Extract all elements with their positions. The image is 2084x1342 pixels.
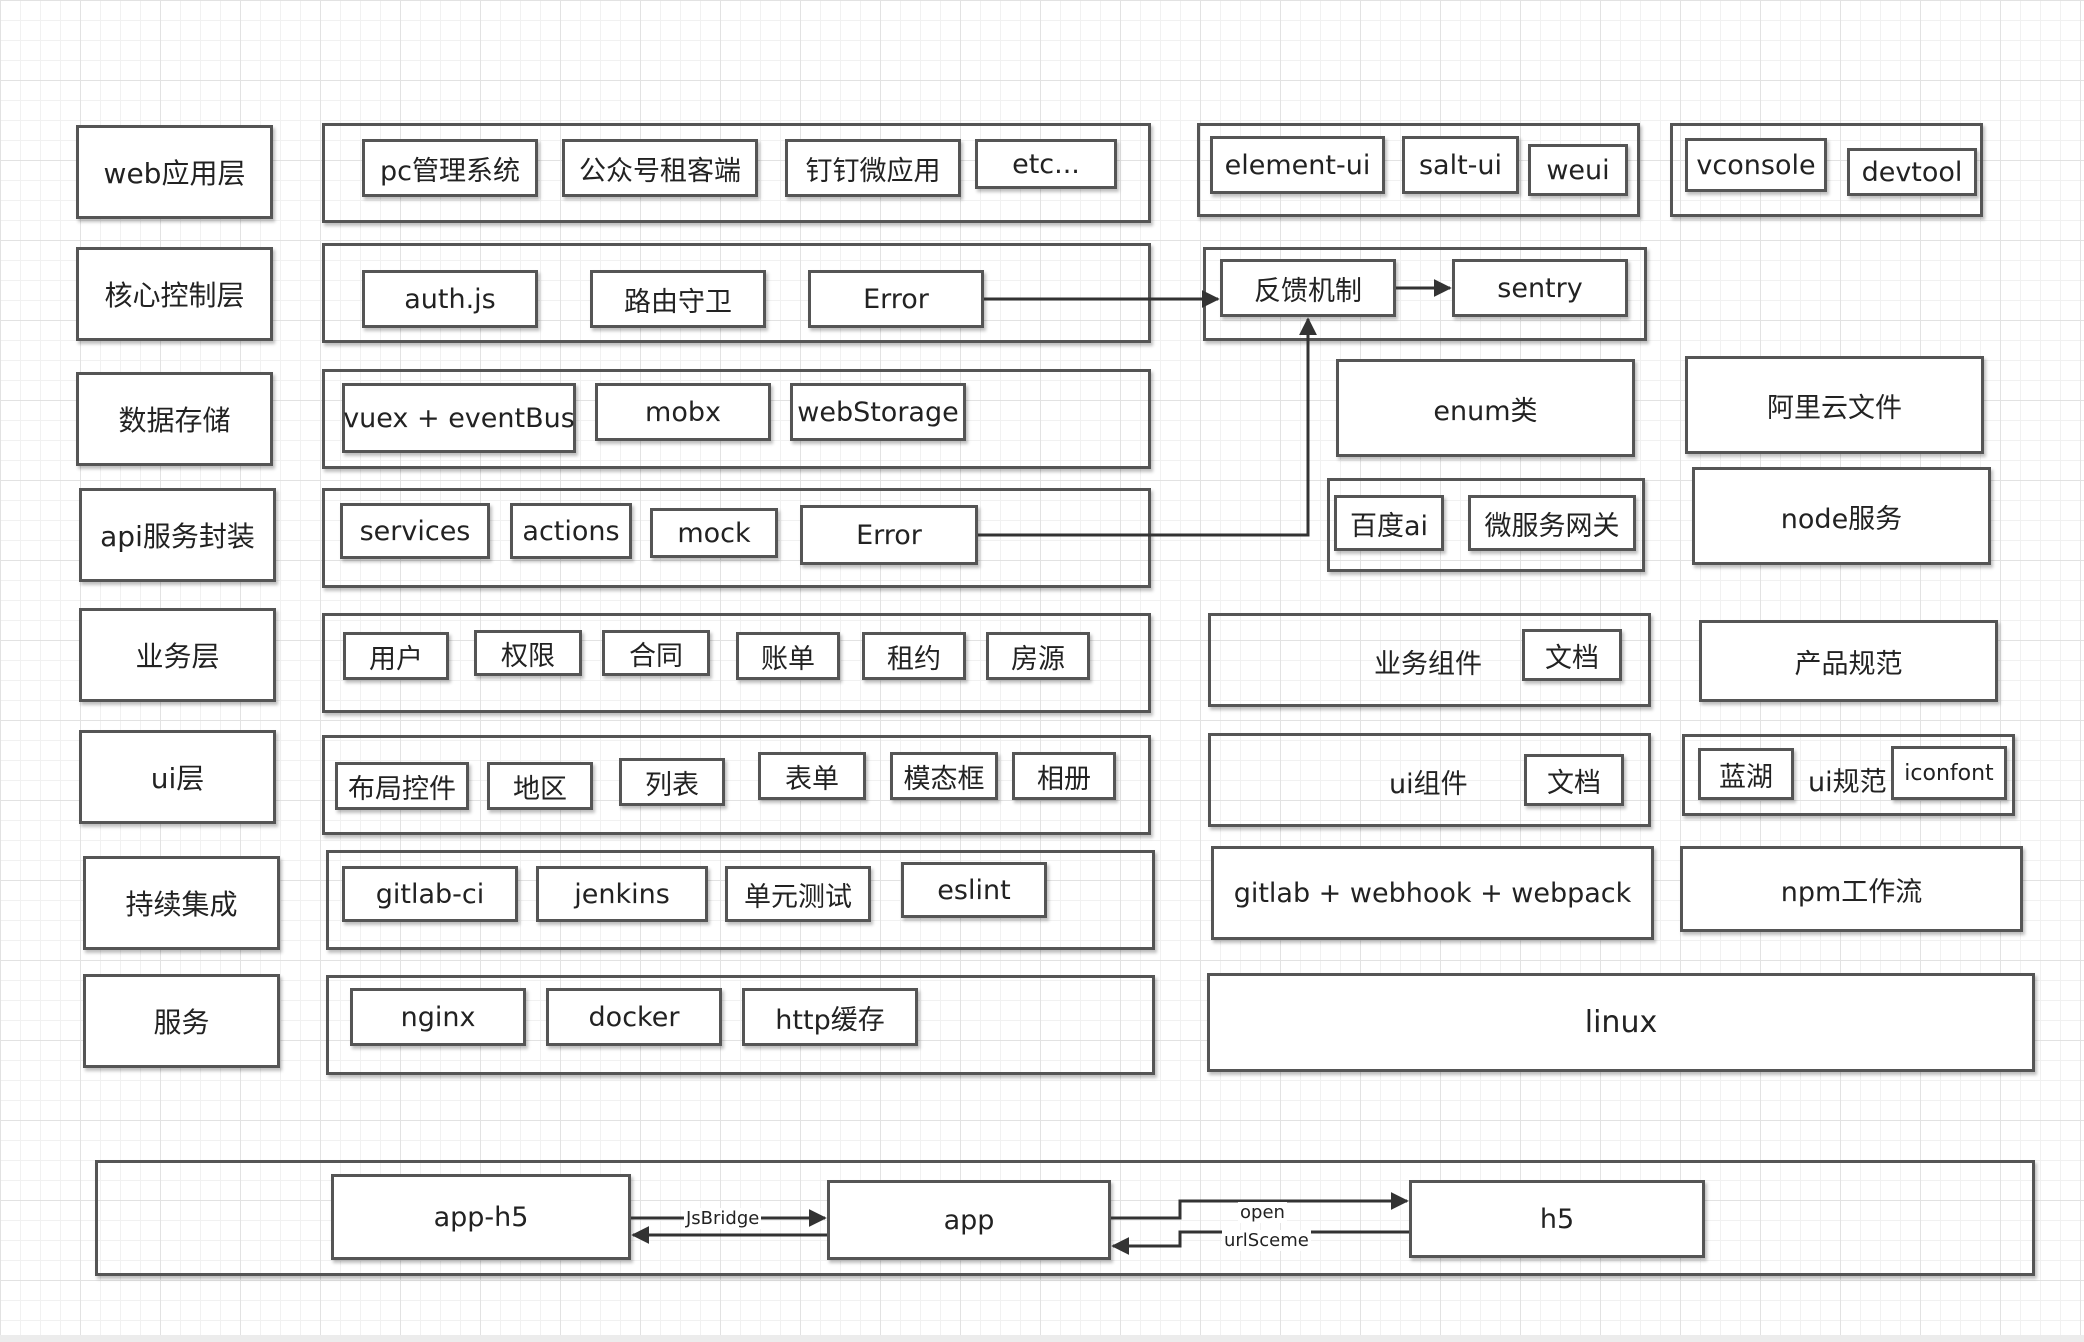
ci-container [326, 850, 1155, 950]
gateway-box: 微服务网关 [1468, 495, 1636, 551]
permission-box: 权限 [474, 630, 582, 676]
biz-components-container [1208, 613, 1651, 707]
npm-workflow-box: npm工作流 [1680, 846, 2023, 932]
docker-box: docker [546, 988, 722, 1046]
services-box: services [340, 503, 490, 559]
webstorage-box: webStorage [790, 383, 966, 441]
user-box: 用户 [343, 632, 449, 680]
bill-box: 账单 [736, 632, 840, 680]
ai-gateway-container [1327, 478, 1645, 572]
mock-box: mock [650, 508, 778, 558]
open-label: open [1238, 1202, 1287, 1223]
h5-box: h5 [1409, 1180, 1705, 1258]
nginx-box: nginx [350, 988, 526, 1046]
ui-libs-container [1197, 123, 1640, 217]
api-service-container [322, 488, 1151, 588]
modal-box: 模态框 [890, 752, 998, 800]
salt-ui-box: salt-ui [1402, 136, 1519, 194]
layout-control-box: 布局控件 [335, 762, 469, 810]
biz-docs-box: 文档 [1522, 629, 1622, 681]
devtool-box: devtool [1847, 148, 1977, 196]
lease-box: 租约 [862, 632, 966, 680]
enum-box: enum类 [1336, 359, 1635, 457]
layer-label-web: web应用层 [76, 125, 273, 219]
layer-label-ui: ui层 [79, 730, 276, 824]
album-box: 相册 [1012, 752, 1116, 800]
product-spec-box: 产品规范 [1699, 620, 1998, 702]
form-box: 表单 [758, 752, 866, 800]
layer-label-business: 业务层 [79, 608, 276, 702]
gitlab-ci-box: gitlab-ci [342, 866, 518, 922]
api-error-box: Error [800, 505, 978, 565]
auth-js-box: auth.js [362, 270, 538, 328]
lanhu-box: 蓝湖 [1698, 748, 1794, 800]
layer-label-api-service: api服务封装 [79, 488, 276, 582]
ci-pipeline-box: gitlab + webhook + webpack [1211, 846, 1654, 940]
contract-box: 合同 [602, 630, 710, 676]
ui-components-label: ui组件 [1389, 769, 1468, 800]
ui-docs-box: 文档 [1524, 754, 1624, 806]
iconfont-box: iconfont [1891, 746, 2007, 800]
housing-box: 房源 [986, 632, 1090, 680]
actions-box: actions [510, 503, 632, 559]
bottom-container [95, 1160, 2035, 1276]
mobx-box: mobx [595, 383, 771, 441]
element-ui-box: element-ui [1210, 136, 1385, 194]
core-error-box: Error [808, 270, 984, 328]
region-box: 地区 [487, 762, 593, 810]
list-box: 列表 [619, 758, 725, 806]
bottom-strip [0, 1335, 2084, 1342]
jsbridge-label: JsBridge [684, 1208, 762, 1229]
core-control-container [322, 243, 1151, 343]
sentry-box: sentry [1452, 259, 1628, 317]
app-h5-box: app-h5 [331, 1174, 631, 1260]
aliyun-file-box: 阿里云文件 [1685, 356, 1984, 454]
layer-label-services: 服务 [83, 974, 280, 1068]
business-layer-container [322, 613, 1151, 713]
unit-test-box: 单元测试 [725, 866, 871, 922]
biz-components-label: 业务组件 [1374, 649, 1482, 680]
ui-components-container [1208, 733, 1651, 827]
linux-box: linux [1207, 973, 2035, 1072]
layer-label-ci: 持续集成 [83, 856, 280, 950]
jenkins-box: jenkins [536, 866, 708, 922]
layer-label-core-control: 核心控制层 [76, 247, 273, 341]
baidu-ai-box: 百度ai [1334, 495, 1444, 551]
wechat-tenant-box: 公众号租客端 [562, 139, 758, 197]
web-layer-container [322, 123, 1151, 223]
ui-spec-label: ui规范 [1808, 767, 1887, 798]
ui-layer-container [322, 735, 1151, 835]
vuex-eventbus-box: vuex + eventBus [342, 383, 576, 453]
vconsole-box: vconsole [1685, 138, 1827, 192]
pc-admin-box: pc管理系统 [362, 139, 538, 197]
feedback-box: 反馈机制 [1220, 259, 1396, 317]
app-box: app [827, 1180, 1111, 1260]
ui-spec-container [1682, 734, 2015, 816]
dingtalk-app-box: 钉钉微应用 [785, 139, 961, 197]
route-guard-box: 路由守卫 [590, 270, 766, 328]
http-cache-box: http缓存 [742, 988, 918, 1046]
services-container [326, 975, 1155, 1075]
weui-box: weui [1528, 144, 1628, 196]
etc-box: etc... [975, 139, 1117, 189]
debug-tools-container [1670, 123, 1983, 217]
url-scheme-label: urlSceme [1222, 1230, 1311, 1251]
eslint-box: eslint [901, 862, 1047, 918]
layer-label-data-storage: 数据存储 [76, 372, 273, 466]
node-service-box: node服务 [1692, 467, 1991, 565]
